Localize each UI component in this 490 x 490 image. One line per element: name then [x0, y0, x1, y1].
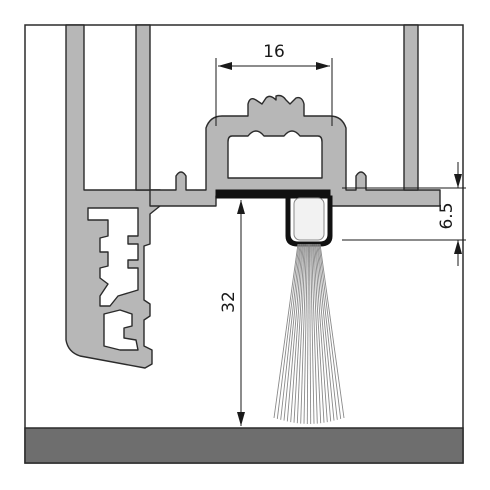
bristle — [315, 243, 332, 422]
bristle — [286, 243, 303, 422]
bristle — [310, 243, 315, 424]
bristle — [312, 243, 322, 424]
left-extrusion-slot — [87, 207, 139, 307]
holder-clip — [285, 195, 333, 247]
bristle — [314, 243, 328, 423]
dimension-channel-width-label: 16 — [263, 42, 285, 62]
bristle — [293, 243, 305, 423]
dimension-floor-clearance-label: 32 — [219, 291, 239, 313]
brush-head — [293, 197, 325, 241]
bristle — [309, 243, 312, 425]
door-profile — [65, 24, 441, 369]
bristle — [317, 243, 338, 420]
left-web — [135, 24, 151, 191]
bristle — [280, 243, 301, 420]
right-web — [403, 24, 419, 191]
bristle — [276, 243, 300, 419]
dimension-floor-clearance — [237, 200, 245, 426]
dimension-channel-width — [215, 58, 333, 126]
bristle — [306, 243, 309, 425]
brush-bristles — [273, 243, 345, 425]
bristle — [311, 243, 318, 424]
bristle — [303, 243, 308, 424]
holder-top-bar — [215, 189, 331, 199]
brush-holder — [215, 189, 333, 247]
left-extrusion-hook-slot — [103, 309, 139, 351]
channel-hollow — [227, 130, 323, 179]
bristle — [290, 243, 304, 423]
bristle — [273, 243, 299, 419]
bristle — [319, 243, 345, 419]
bristle — [316, 243, 335, 421]
bristle — [296, 243, 306, 424]
dimension-brush-recess — [342, 162, 466, 266]
floor — [24, 427, 464, 464]
bristle — [283, 243, 302, 421]
bristle — [318, 243, 342, 419]
bristle — [313, 243, 325, 423]
dimension-brush-recess-label: 6.5 — [437, 202, 457, 229]
bristle — [300, 243, 307, 424]
